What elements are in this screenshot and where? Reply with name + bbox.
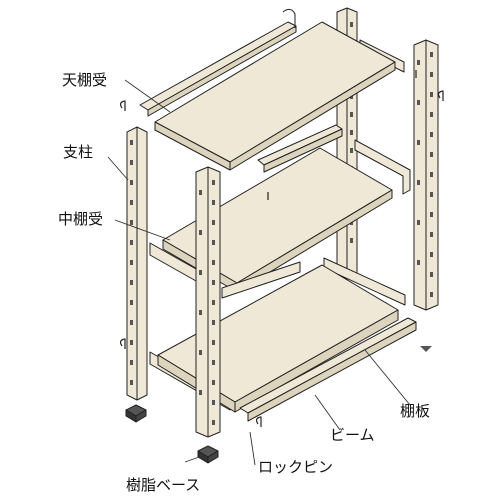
label-shelf-board: 棚板 — [400, 402, 431, 420]
resin-base-back — [125, 404, 147, 423]
middle-back-beam — [257, 124, 343, 173]
bottom-front-beam — [239, 317, 417, 422]
label-top-support: 天棚受 — [62, 71, 108, 89]
label-lock-pin: ロックピン — [258, 458, 334, 476]
resin-base-front — [197, 445, 219, 464]
leader-lines — [107, 79, 411, 466]
label-beam: ビーム — [330, 426, 375, 444]
middle-right-beam — [354, 139, 411, 195]
label-middle-support: 中棚受 — [58, 210, 104, 228]
label-post: 支柱 — [63, 143, 94, 161]
top-back-beam — [139, 8, 297, 117]
top-shelf-board — [154, 21, 396, 171]
front-middle-post — [195, 166, 221, 438]
far-right-post — [413, 39, 439, 311]
front-left-post — [126, 126, 148, 401]
lock-pins — [119, 70, 444, 427]
arrow-mark — [420, 346, 432, 352]
label-resin-base: 樹脂ベース — [126, 476, 201, 494]
middle-front-beam — [221, 261, 301, 299]
bottom-back-beam — [323, 257, 406, 306]
